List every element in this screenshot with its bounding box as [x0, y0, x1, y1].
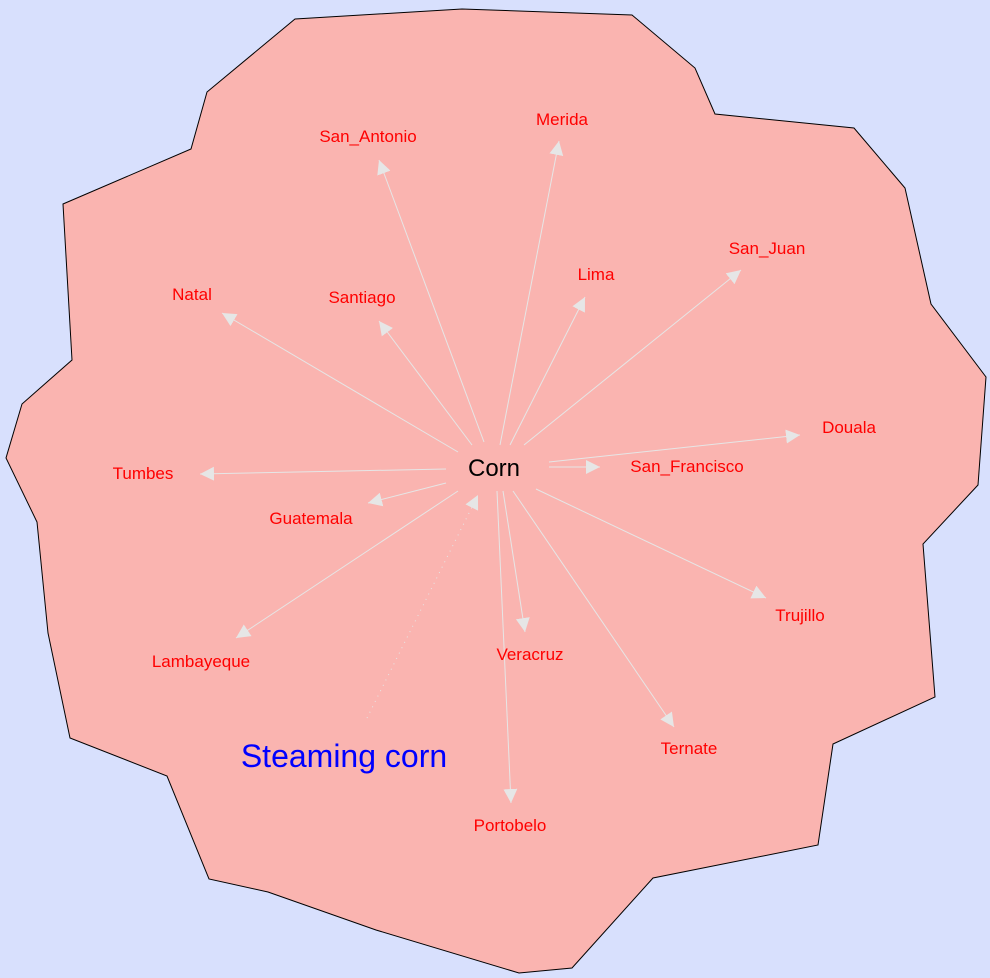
node-san-francisco[interactable]: San_Francisco	[630, 457, 743, 476]
edge-center-to-portobelo	[496, 490, 518, 804]
node-portobelo[interactable]: Portobelo	[474, 816, 547, 835]
edge-center-to-natal	[221, 312, 459, 453]
node-natal[interactable]: Natal	[172, 285, 212, 304]
node-san-antonio[interactable]: San_Antonio	[319, 127, 416, 146]
edge-center-to-douala	[548, 429, 801, 463]
edge-center-to-ternate	[512, 490, 675, 728]
node-tumbes[interactable]: Tumbes	[113, 464, 174, 483]
edge-center-to-san-antonio	[377, 159, 485, 443]
edges-layer	[199, 140, 801, 804]
center-node-corn[interactable]: Corn	[468, 455, 520, 482]
edge-center-to-trujillo	[535, 488, 767, 599]
cluster-region	[5, 8, 987, 974]
caption-steaming-corn: Steaming corn	[241, 738, 447, 774]
edge-center-to-tumbes	[199, 466, 447, 481]
edge-center-to-santiago	[378, 320, 473, 446]
edge-center-to-lambayeque	[235, 490, 459, 639]
labels-layer: Corn Steaming corn Merida San_Antonio Sa…	[113, 110, 877, 835]
edge-center-to-san-juan	[523, 269, 742, 446]
edge-center-to-veracruz	[502, 490, 530, 633]
node-guatemala[interactable]: Guatemala	[269, 509, 353, 528]
node-trujillo[interactable]: Trujillo	[775, 606, 824, 625]
node-ternate[interactable]: Ternate	[661, 739, 718, 758]
node-san-juan[interactable]: San_Juan	[729, 239, 806, 258]
node-lima[interactable]: Lima	[578, 265, 615, 284]
node-lambayeque[interactable]: Lambayeque	[152, 652, 250, 671]
edge-center-to-lima	[509, 296, 586, 446]
edge-center-to-guatemala	[367, 482, 447, 507]
edge-center-to-merida	[499, 140, 564, 446]
node-veracruz[interactable]: Veracruz	[496, 645, 563, 664]
node-santiago[interactable]: Santiago	[328, 288, 395, 307]
node-merida[interactable]: Merida	[536, 110, 589, 129]
node-douala[interactable]: Douala	[822, 418, 876, 437]
